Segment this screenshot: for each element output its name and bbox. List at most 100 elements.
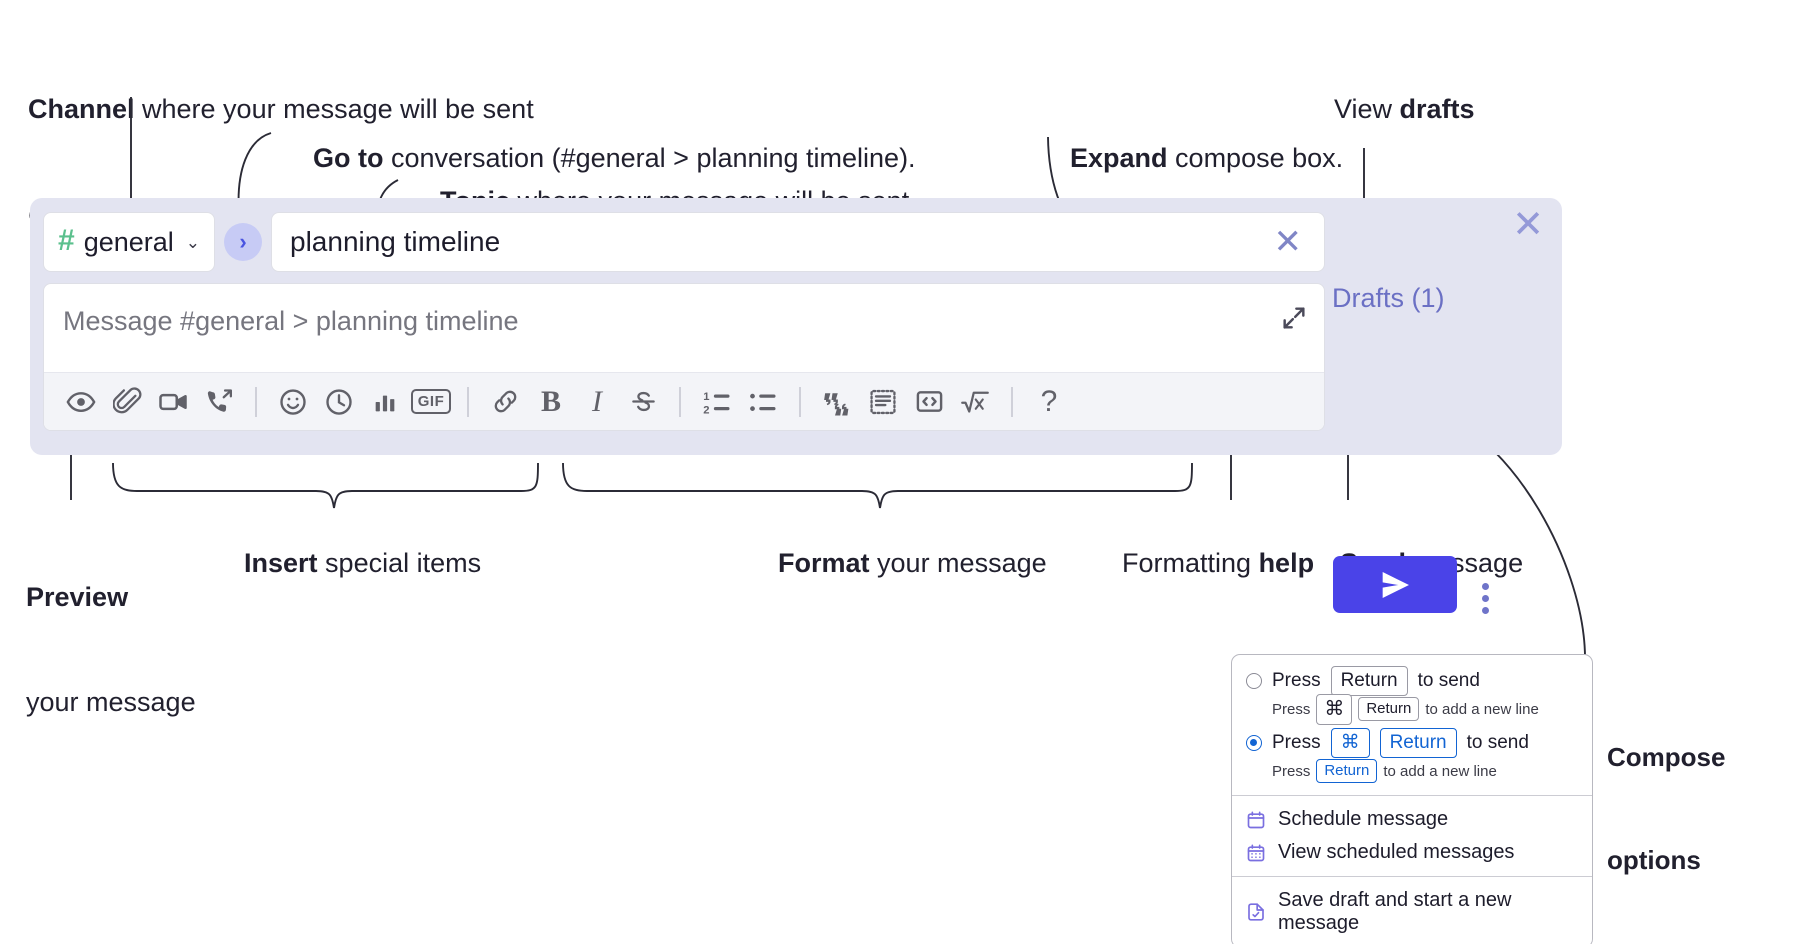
clock-icon[interactable] bbox=[316, 380, 362, 424]
annotation-expand-rest: compose box. bbox=[1167, 143, 1344, 174]
compose-header-row: # general ⌄ › planning timeline ✕ bbox=[43, 211, 1325, 273]
send-icon bbox=[1382, 571, 1409, 598]
key-return: Return bbox=[1379, 728, 1457, 758]
menu-item-save-draft[interactable]: Save draft and start a new message bbox=[1232, 884, 1592, 940]
annotation-expand: Expand compose box. bbox=[1040, 106, 1343, 211]
strikethrough-icon[interactable] bbox=[620, 380, 666, 424]
italic-label: I bbox=[592, 384, 602, 418]
annotation-goto: Go to conversation (#general > planning … bbox=[283, 106, 916, 211]
svg-text:2: 2 bbox=[703, 404, 709, 416]
menu-divider bbox=[1232, 795, 1592, 796]
bold-label: B bbox=[540, 384, 561, 418]
close-icon[interactable]: ✕ bbox=[1512, 204, 1544, 246]
draft-section: Save draft and start a new message bbox=[1232, 877, 1592, 944]
toolbar-divider bbox=[1011, 386, 1013, 417]
message-input[interactable]: Message #general > planning timeline bbox=[63, 306, 519, 336]
help-icon[interactable]: ? bbox=[1026, 380, 1072, 424]
radio-selected-icon bbox=[1246, 735, 1262, 751]
annotation-drafts-lead: View bbox=[1334, 94, 1400, 125]
code-block-icon[interactable] bbox=[860, 380, 906, 424]
annotation-channel-bold: Channel bbox=[28, 94, 135, 125]
video-icon[interactable] bbox=[150, 380, 196, 424]
huddle-icon[interactable] bbox=[196, 380, 242, 424]
key-command: ⌘ bbox=[1330, 728, 1370, 758]
channel-name: general bbox=[83, 226, 174, 257]
annotation-goto-bold: Go to bbox=[313, 143, 384, 174]
latex-icon[interactable] bbox=[952, 380, 998, 424]
emoji-icon[interactable] bbox=[270, 380, 316, 424]
annotation-format: Format your message bbox=[748, 511, 1047, 616]
annotation-compose-options: Compose options menu bbox=[1607, 671, 1725, 944]
toolbar-divider bbox=[255, 386, 257, 417]
topic-value: planning timeline bbox=[290, 226, 501, 257]
gif-icon[interactable]: GIF bbox=[408, 380, 454, 424]
annotation-format-rest: your message bbox=[869, 548, 1047, 579]
option-press-label: Press bbox=[1272, 670, 1321, 691]
hash-icon: # bbox=[58, 224, 75, 257]
message-composer: Message #general > planning timeline bbox=[43, 283, 1325, 431]
toolbar-divider bbox=[679, 386, 681, 417]
sub-tail-label: to add a new line bbox=[1383, 762, 1497, 780]
menu-item-label: Save draft and start a new message bbox=[1278, 889, 1512, 934]
topic-field[interactable]: planning timeline ✕ bbox=[271, 212, 1325, 272]
annotation-formatting-help: Formatting help bbox=[1092, 511, 1314, 616]
inline-code-icon[interactable] bbox=[906, 380, 952, 424]
attachment-icon[interactable] bbox=[104, 380, 150, 424]
annotation-compose-bold1: Compose bbox=[1607, 741, 1726, 772]
send-option-return-sub: Press ⌘ Return to add a new line bbox=[1232, 693, 1592, 725]
calendar-grid-icon bbox=[1246, 843, 1266, 863]
annotation-insert-rest: special items bbox=[317, 548, 482, 579]
key-command: ⌘ bbox=[1316, 693, 1353, 725]
menu-item-schedule-message[interactable]: Schedule message bbox=[1232, 803, 1592, 836]
gif-label: GIF bbox=[410, 389, 452, 414]
annotation-format-bold: Format bbox=[778, 548, 870, 579]
poll-icon[interactable] bbox=[362, 380, 408, 424]
annotation-insert: Insert special items bbox=[214, 511, 481, 616]
sub-tail-label: to add a new line bbox=[1425, 700, 1539, 718]
menu-item-view-scheduled[interactable]: View scheduled messages bbox=[1232, 836, 1592, 869]
sub-press-label: Press bbox=[1272, 700, 1311, 718]
svg-text:1: 1 bbox=[703, 391, 709, 403]
goto-conversation-button[interactable]: › bbox=[224, 223, 262, 261]
send-preference-section: Press Return to send Press ⌘ Return to a… bbox=[1232, 655, 1592, 795]
channel-selector[interactable]: # general ⌄ bbox=[43, 212, 215, 272]
link-icon[interactable] bbox=[482, 380, 528, 424]
key-return: Return bbox=[1330, 666, 1408, 696]
clear-topic-icon[interactable]: ✕ bbox=[1273, 223, 1303, 261]
annotation-channel-rest: where your message will be sent bbox=[134, 94, 534, 125]
toolbar-divider bbox=[467, 386, 469, 417]
toolbar-divider bbox=[799, 386, 801, 417]
send-option-cmd-return-sub: Press Return to add a new line bbox=[1232, 757, 1592, 785]
italic-icon[interactable]: I bbox=[574, 380, 620, 424]
option-press-label: Press bbox=[1272, 732, 1321, 753]
annotation-goto-rest: conversation (#general > planning timeli… bbox=[383, 143, 916, 174]
menu-item-label: Schedule message bbox=[1278, 808, 1449, 830]
key-return: Return bbox=[1358, 696, 1420, 722]
calendar-icon bbox=[1246, 810, 1266, 830]
annotation-preview-bold: Preview bbox=[26, 582, 129, 613]
bold-icon[interactable]: B bbox=[528, 380, 574, 424]
save-draft-icon bbox=[1246, 902, 1266, 922]
key-return: Return bbox=[1316, 758, 1378, 784]
expand-icon[interactable] bbox=[1280, 304, 1308, 332]
help-label: ? bbox=[1040, 384, 1058, 418]
ordered-list-icon[interactable]: 1 2 bbox=[694, 380, 740, 424]
drafts-link[interactable]: Drafts (1) bbox=[1332, 283, 1445, 313]
blockquote-icon[interactable] bbox=[814, 380, 860, 424]
kebab-dot bbox=[1482, 583, 1489, 590]
chevron-down-icon: ⌄ bbox=[185, 232, 200, 252]
bulleted-list-icon[interactable] bbox=[740, 380, 786, 424]
annotation-help-bold: help bbox=[1258, 548, 1315, 579]
preview-icon[interactable] bbox=[58, 380, 104, 424]
annotation-help-lead: Formatting bbox=[1122, 548, 1259, 579]
compose-panel: ✕ # general ⌄ › planning timeline ✕ bbox=[30, 198, 1562, 614]
send-option-cmd-return[interactable]: Press ⌘ Return to send bbox=[1232, 728, 1592, 758]
radio-unselected-icon bbox=[1246, 673, 1262, 689]
menu-item-label: View scheduled messages bbox=[1278, 841, 1515, 863]
send-button[interactable] bbox=[1333, 556, 1457, 613]
compose-options-button[interactable] bbox=[1482, 583, 1489, 614]
compose-options-menu: Press Return to send Press ⌘ Return to a… bbox=[1231, 654, 1593, 944]
annotation-insert-bold: Insert bbox=[244, 548, 318, 579]
send-option-return[interactable]: Press Return to send bbox=[1232, 666, 1592, 696]
option-tail-label: to send bbox=[1466, 732, 1529, 753]
